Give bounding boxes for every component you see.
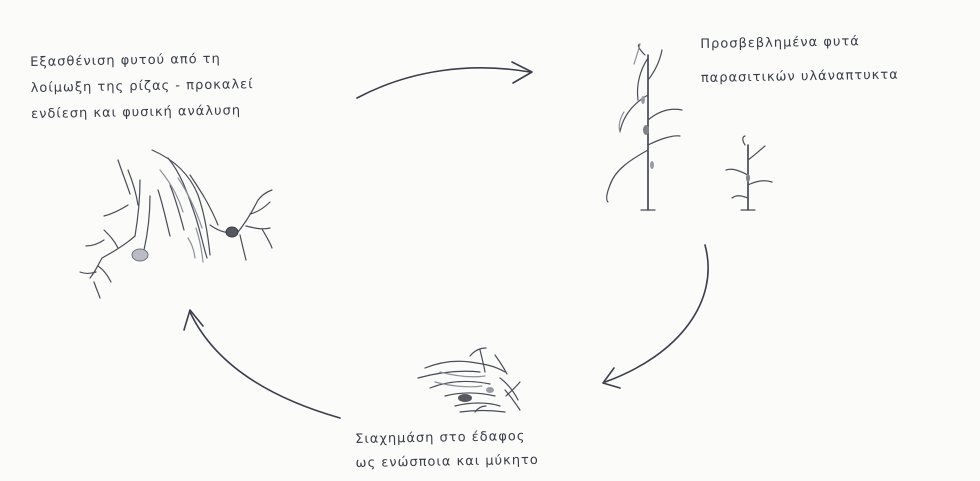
- label-infected-plants: Προσβεβλημένα φυτά παρασιτικών υλάναπτυκ…: [700, 25, 899, 96]
- label-soil-survival-line-1: Σιαχημάση στο έδαφος: [355, 429, 526, 447]
- label-infected-plants-line-2: παρασιτικών υλάναπτυκτα: [700, 67, 899, 86]
- label-soil-survival-line-2: ως ενώσποια και μύκητο: [355, 452, 539, 471]
- label-soil-survival: Σιαχημάση στο έδαφος ως ενώσποια και μύκ…: [355, 425, 539, 476]
- label-root-infection-line-2: λοίμωξη της ρίζας - προκαλεί: [30, 77, 254, 96]
- cycle-arrow-top: [356, 61, 533, 99]
- label-root-infection-line-1: Εξασθένιση φυτού από τη: [30, 51, 221, 70]
- infected-roots-icon: [79, 149, 273, 299]
- infected-plants-icon: [606, 43, 773, 211]
- cycle-arrow-left: [183, 309, 341, 419]
- cycle-arrow-right: [602, 244, 709, 389]
- label-root-infection-line-3: ενδίεση και φυσική ανάλυση: [30, 103, 242, 122]
- soil-residue-icon: [417, 347, 521, 413]
- label-root-infection: Εξασθένιση φυτού από τη λοίμωξη της ρίζα…: [30, 46, 254, 128]
- label-infected-plants-line-1: Προσβεβλημένα φυτά: [700, 34, 860, 52]
